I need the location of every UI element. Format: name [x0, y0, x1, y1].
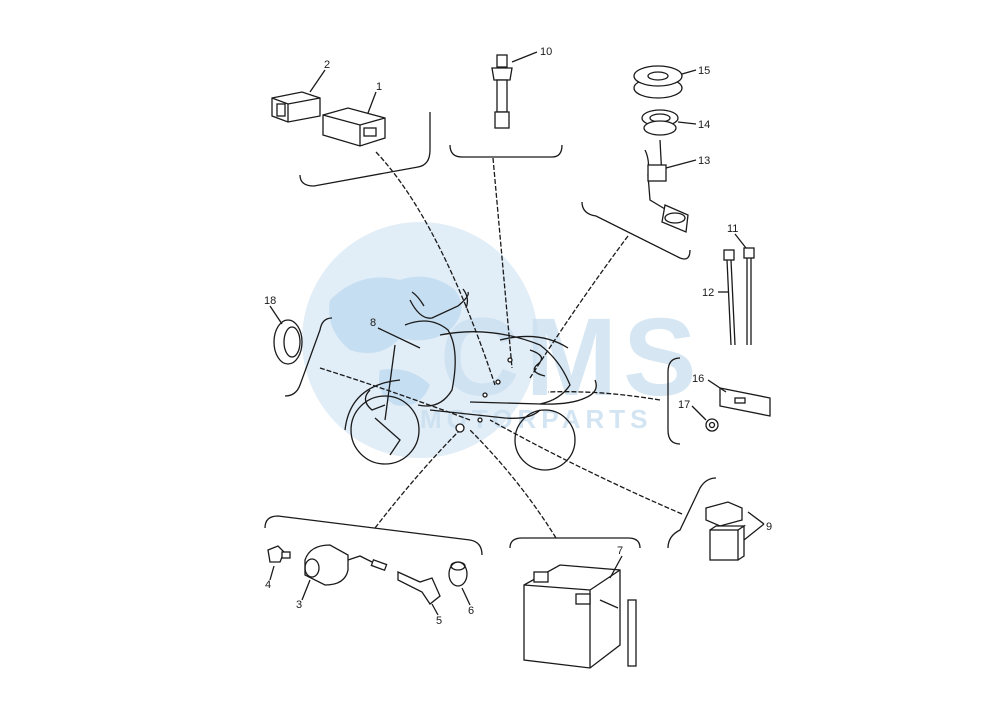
- part-cdi-unit: [322, 107, 386, 147]
- part-relay-pair: [705, 501, 747, 561]
- callout-13: 13: [698, 155, 710, 167]
- wire-clip-a: [507, 357, 513, 363]
- leg-shield: [404, 320, 456, 407]
- watermark: CMS MOTORPARTS: [302, 222, 702, 458]
- part-cable-tie-12: [723, 249, 736, 346]
- seat: [499, 335, 569, 349]
- watermark-tagline: MOTORPARTS: [420, 404, 652, 434]
- callout-18: 18: [264, 295, 276, 307]
- part-cable-tie-11: [743, 247, 755, 345]
- bracket-top-left: [299, 112, 431, 187]
- scooter-outline: [344, 288, 597, 471]
- callout-2: 2: [324, 59, 330, 71]
- callout-leaders: [269, 51, 765, 616]
- part-battery: [523, 564, 637, 669]
- bracket-top-center: [449, 144, 563, 158]
- part-cap: [448, 561, 468, 587]
- watermark-brand: CMS: [440, 296, 702, 419]
- front-brake: [374, 417, 401, 456]
- part-callouts: 1 2 10 15 14 13 11 12 18 8 16 17 9 7 4 3…: [264, 46, 772, 627]
- headlight: [364, 389, 386, 411]
- wire-clip-c: [482, 392, 488, 398]
- part-ignition-coil: [304, 544, 388, 586]
- group-brackets: [264, 112, 717, 556]
- part-bracket-plate: [719, 387, 771, 417]
- leader-bottom-right: [489, 419, 683, 515]
- front-wheel: [350, 395, 420, 465]
- bracket-left: [284, 317, 333, 397]
- part-fuel-sender: [644, 139, 689, 233]
- wire-clip-b: [495, 379, 501, 385]
- mirror-right: [462, 288, 469, 309]
- body-panel: [439, 331, 571, 405]
- rear-wheel: [514, 409, 576, 471]
- part-sensor-10: [491, 54, 513, 129]
- callout-7: 7: [617, 545, 623, 557]
- part-rubber-cap: [633, 65, 683, 99]
- callout-10: 10: [540, 46, 552, 58]
- callout-16: 16: [692, 373, 704, 385]
- wire-clip-d: [477, 417, 483, 423]
- mirror-left: [411, 291, 425, 307]
- floorboard: [429, 409, 541, 419]
- front-fork: [384, 344, 396, 421]
- callout-4: 4: [265, 579, 271, 591]
- part-seal-ring: [641, 109, 679, 136]
- bracket-bottom-center: [509, 537, 641, 549]
- callout-14: 14: [698, 119, 710, 131]
- bracket-right: [667, 357, 681, 445]
- callout-1: 1: [376, 81, 382, 93]
- bracket-bottom-left: [264, 515, 483, 556]
- watermark-continents: [329, 276, 462, 406]
- handlebar: [409, 291, 469, 319]
- part-bolt: [267, 545, 291, 563]
- part-nut: [705, 418, 719, 432]
- part-grommet: [273, 319, 303, 365]
- leader-bottom-center: [469, 429, 557, 539]
- callout-12: 12: [702, 287, 714, 299]
- leader-top-center: [492, 157, 513, 369]
- callout-3: 3: [296, 599, 302, 611]
- leader-top-left: [375, 151, 496, 386]
- callout-17: 17: [678, 399, 690, 411]
- leader-right: [547, 391, 661, 401]
- callout-15: 15: [698, 65, 710, 77]
- bracket-top-right: [581, 201, 691, 260]
- rear-body: [539, 379, 597, 405]
- callout-8: 8: [370, 317, 376, 329]
- harness-squiggle: [529, 349, 546, 377]
- bracket-bottom-right: [667, 477, 717, 549]
- callout-5: 5: [436, 615, 442, 627]
- leader-left: [319, 367, 471, 421]
- leader-bottom-left: [374, 427, 463, 529]
- wire-clip-e: [455, 423, 465, 433]
- parts: [267, 54, 771, 669]
- callout-6: 6: [468, 605, 474, 617]
- part-relay: [271, 91, 321, 123]
- part-plug-cap: [397, 570, 441, 605]
- callout-9: 9: [766, 521, 772, 533]
- callout-11: 11: [727, 223, 738, 235]
